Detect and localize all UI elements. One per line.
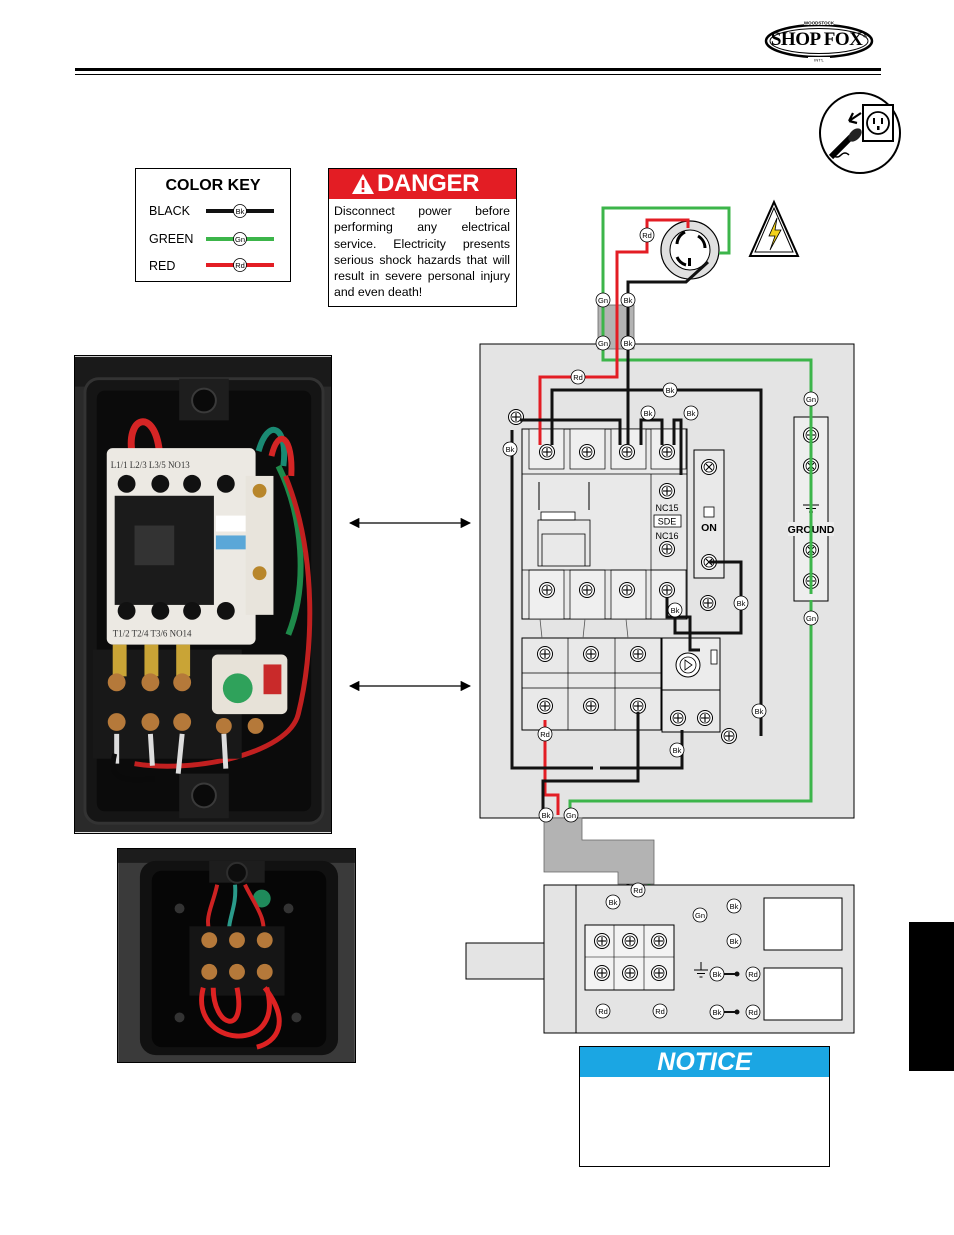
badge-bk-4: Bk (640, 405, 656, 421)
svg-text:Rd: Rd (748, 1008, 758, 1017)
color-key-green-label: GREEN (149, 232, 194, 246)
badge-bk-7: Bk (667, 602, 683, 618)
unplug-icon (819, 92, 901, 174)
badge-bk-8: Bk (733, 595, 749, 611)
color-key-red-code: Rd (235, 261, 245, 270)
warning-triangle-icon (352, 174, 374, 194)
svg-text:Bk: Bk (755, 707, 764, 716)
badge-gn-2: Gn (595, 335, 611, 351)
notice-box: NOTICE (579, 1046, 830, 1167)
badge-rd-3: Rd (570, 369, 586, 385)
motor-ground-symbol-icon (694, 962, 708, 978)
svg-text:Bk: Bk (730, 902, 739, 911)
svg-text:Gn: Gn (566, 811, 576, 820)
badge-gn-4: Gn (803, 610, 819, 626)
badge-bk-2: Bk (620, 335, 636, 351)
wire-label-badges: Gn Bk Gn Bk Rd Rd Bk Bk Bk Bk Gn Gn Bk B… (502, 227, 819, 823)
svg-text:T1/2 T2/4 T3/6 NO14: T1/2 T2/4 T3/6 NO14 (113, 629, 192, 639)
svg-text:Bk: Bk (713, 970, 722, 979)
svg-text:Gn: Gn (598, 296, 608, 305)
notice-title: NOTICE (657, 1048, 752, 1076)
shop-fox-logo: WOODSTOCK INT'L (764, 20, 874, 63)
badge-bk-11: Bk (538, 807, 554, 823)
svg-text:L1/1 L2/3 L3/5 NO13: L1/1 L2/3 L3/5 NO13 (111, 460, 191, 470)
svg-text:Rd: Rd (598, 1007, 608, 1016)
danger-title: DANGER (377, 170, 480, 197)
danger-box: DANGER Disconnect power before performin… (328, 168, 517, 307)
svg-text:Bk: Bk (687, 409, 696, 418)
badge-bk-6: Bk (502, 441, 518, 457)
badge-bk-3: Bk (662, 382, 678, 398)
svg-text:Gn: Gn (598, 339, 608, 348)
svg-text:Bk: Bk (713, 1008, 722, 1017)
badge-rd-4: Rd (537, 726, 553, 742)
motor-junction-box-photo (117, 848, 356, 1063)
svg-text:Bk: Bk (666, 386, 675, 395)
svg-text:WOODSTOCK: WOODSTOCK (804, 21, 835, 26)
svg-text:Rd: Rd (540, 730, 550, 739)
contactor-nc-top-label: NC15 (655, 503, 678, 513)
badge-bk-5: Bk (683, 405, 699, 421)
badge-bk-1: Bk (620, 292, 636, 308)
color-key-green-code: Gn (235, 235, 245, 244)
on-indicator (703, 506, 715, 518)
badge-gn-5: Gn (563, 807, 579, 823)
svg-text:Gn: Gn (695, 911, 705, 920)
svg-text:Gn: Gn (806, 395, 816, 404)
notice-header: NOTICE (580, 1047, 829, 1077)
badge-rd-plug: Rd (639, 227, 655, 243)
svg-text:Bk: Bk (737, 599, 746, 608)
contactor-nc-bottom-label: NC16 (655, 531, 678, 541)
svg-text:Rd: Rd (642, 231, 652, 240)
svg-text:Rd: Rd (748, 970, 758, 979)
badge-gn-3: Gn (803, 391, 819, 407)
on-label: ON (701, 522, 717, 534)
badge-bk-9: Bk (751, 703, 767, 719)
svg-text:Bk: Bk (730, 937, 739, 946)
motor-capacitor-box-2 (763, 967, 843, 1021)
svg-text:Bk: Bk (542, 811, 551, 820)
color-key: COLOR KEY BLACK GREEN RED Bk Gn Rd (135, 168, 291, 282)
svg-text:Gn: Gn (806, 614, 816, 623)
danger-header: DANGER (329, 169, 516, 199)
badge-bk-10: Bk (669, 742, 685, 758)
motor-cord-sleeve (543, 817, 655, 885)
motor-wire-badges: Rd Bk Gn Bk Bk Bk Rd Bk Rd Rd Rd (595, 882, 761, 1020)
color-key-title: COLOR KEY (165, 177, 261, 194)
wiring-diagram: NC15 SDE NC16 ON GROUND (348, 199, 855, 1034)
svg-text:Bk: Bk (673, 746, 682, 755)
svg-text:INT'L: INT'L (814, 58, 824, 63)
svg-text:Bk: Bk (671, 606, 680, 615)
header-rule-thin (75, 74, 881, 75)
brand-name: SHOP FOX® (770, 29, 868, 50)
danger-text: Disconnect power before performing any e… (334, 204, 510, 300)
color-key-black-code: Bk (236, 207, 245, 216)
svg-text:Rd: Rd (573, 373, 583, 382)
svg-text:Bk: Bk (624, 296, 633, 305)
header-rule (75, 68, 881, 71)
svg-text:Bk: Bk (506, 445, 515, 454)
motor-capacitor-box-1 (763, 897, 843, 951)
section-tab (909, 922, 954, 1071)
svg-text:Rd: Rd (655, 1007, 665, 1016)
svg-text:Bk: Bk (644, 409, 653, 418)
contactor-brand-label: SDE (658, 517, 677, 527)
motor-shaft-housing (465, 942, 545, 980)
electrical-hazard-icon (748, 199, 800, 257)
svg-text:Bk: Bk (609, 898, 618, 907)
color-key-black-label: BLACK (149, 204, 190, 218)
svg-text:Rd: Rd (633, 886, 643, 895)
color-key-red-label: RED (149, 259, 176, 273)
badge-gn-1: Gn (595, 292, 611, 308)
reset-button-icon (675, 652, 701, 678)
svg-text:Bk: Bk (624, 339, 633, 348)
color-key-swatches: Bk Gn Rd (206, 204, 274, 272)
magnetic-switch-photo: L1/1 L2/3 L3/5 NO13 T1/2 T2/4 T3/6 NO14 (74, 355, 332, 834)
